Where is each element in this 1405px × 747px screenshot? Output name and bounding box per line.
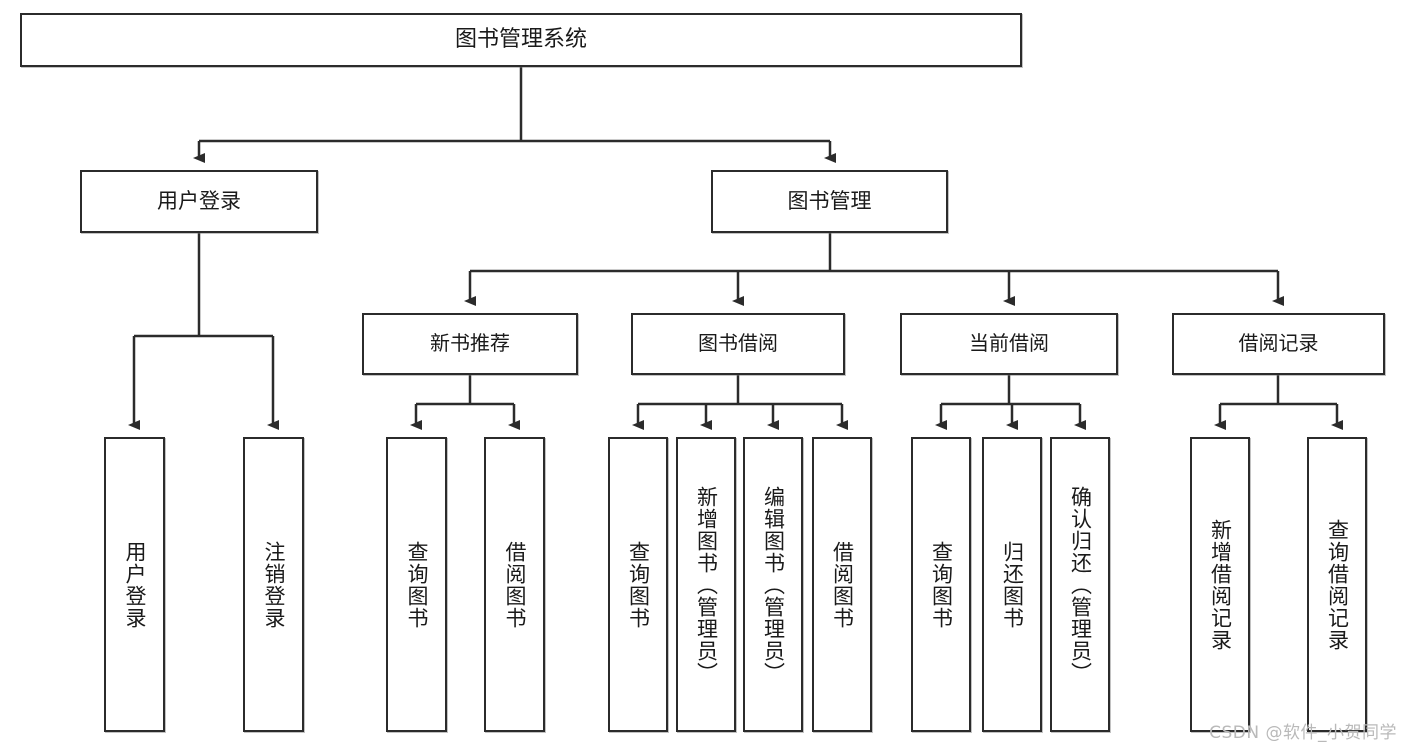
- leaf-confirm-return[interactable]: 确认归还（管理员）: [1050, 437, 1110, 732]
- leaf-edit-book-label: 编辑图书（管理员）: [761, 485, 786, 684]
- node-new-book-rec[interactable]: 新书推荐: [362, 313, 578, 375]
- leaf-logout-label: 注销登录: [262, 540, 286, 629]
- leaf-query-book-3-label: 查询图书: [929, 540, 954, 629]
- node-user-login[interactable]: 用户登录: [80, 170, 318, 233]
- node-current-borrow[interactable]: 当前借阅: [900, 313, 1118, 375]
- leaf-query-book-1[interactable]: 查询图书: [386, 437, 447, 732]
- leaf-add-book-label: 新增图书（管理员）: [694, 485, 719, 684]
- leaf-query-record[interactable]: 查询借阅记录: [1307, 437, 1367, 732]
- leaf-add-record[interactable]: 新增借阅记录: [1190, 437, 1250, 732]
- leaf-return-book-label: 归还图书: [1000, 540, 1025, 629]
- node-root-label: 图书管理系统: [454, 27, 587, 53]
- node-user-login-label: 用户登录: [157, 189, 241, 214]
- leaf-borrow-book-1-label: 借阅图书: [503, 540, 527, 629]
- leaf-user-login-label: 用户登录: [123, 540, 147, 629]
- leaf-borrow-book-1[interactable]: 借阅图书: [484, 437, 545, 732]
- node-current-borrow-label: 当前借阅: [969, 331, 1049, 356]
- leaf-add-book[interactable]: 新增图书（管理员）: [676, 437, 736, 732]
- node-borrow-record[interactable]: 借阅记录: [1172, 313, 1385, 375]
- node-book-borrow-label: 图书借阅: [698, 331, 778, 356]
- leaf-confirm-return-label: 确认归还（管理员）: [1068, 485, 1093, 684]
- node-book-manage[interactable]: 图书管理: [711, 170, 948, 233]
- leaf-query-book-1-label: 查询图书: [405, 540, 429, 629]
- leaf-query-book-2-label: 查询图书: [626, 540, 651, 629]
- leaf-borrow-book-2[interactable]: 借阅图书: [812, 437, 872, 732]
- node-new-book-rec-label: 新书推荐: [430, 331, 510, 356]
- leaf-query-book-3[interactable]: 查询图书: [911, 437, 971, 732]
- node-root[interactable]: 图书管理系统: [20, 13, 1022, 67]
- node-borrow-record-label: 借阅记录: [1238, 331, 1319, 356]
- leaf-borrow-book-2-label: 借阅图书: [830, 540, 855, 629]
- leaf-user-login[interactable]: 用户登录: [104, 437, 165, 732]
- node-book-borrow[interactable]: 图书借阅: [631, 313, 845, 375]
- leaf-logout[interactable]: 注销登录: [243, 437, 304, 732]
- csdn-watermark: CSDN @软件_小贺同学: [1209, 723, 1397, 743]
- node-book-manage-label: 图书管理: [787, 189, 872, 214]
- leaf-query-book-2[interactable]: 查询图书: [608, 437, 668, 732]
- leaf-query-record-label: 查询借阅记录: [1325, 518, 1350, 651]
- leaf-add-record-label: 新增借阅记录: [1208, 518, 1233, 651]
- leaf-edit-book[interactable]: 编辑图书（管理员）: [743, 437, 803, 732]
- leaf-return-book[interactable]: 归还图书: [982, 437, 1042, 732]
